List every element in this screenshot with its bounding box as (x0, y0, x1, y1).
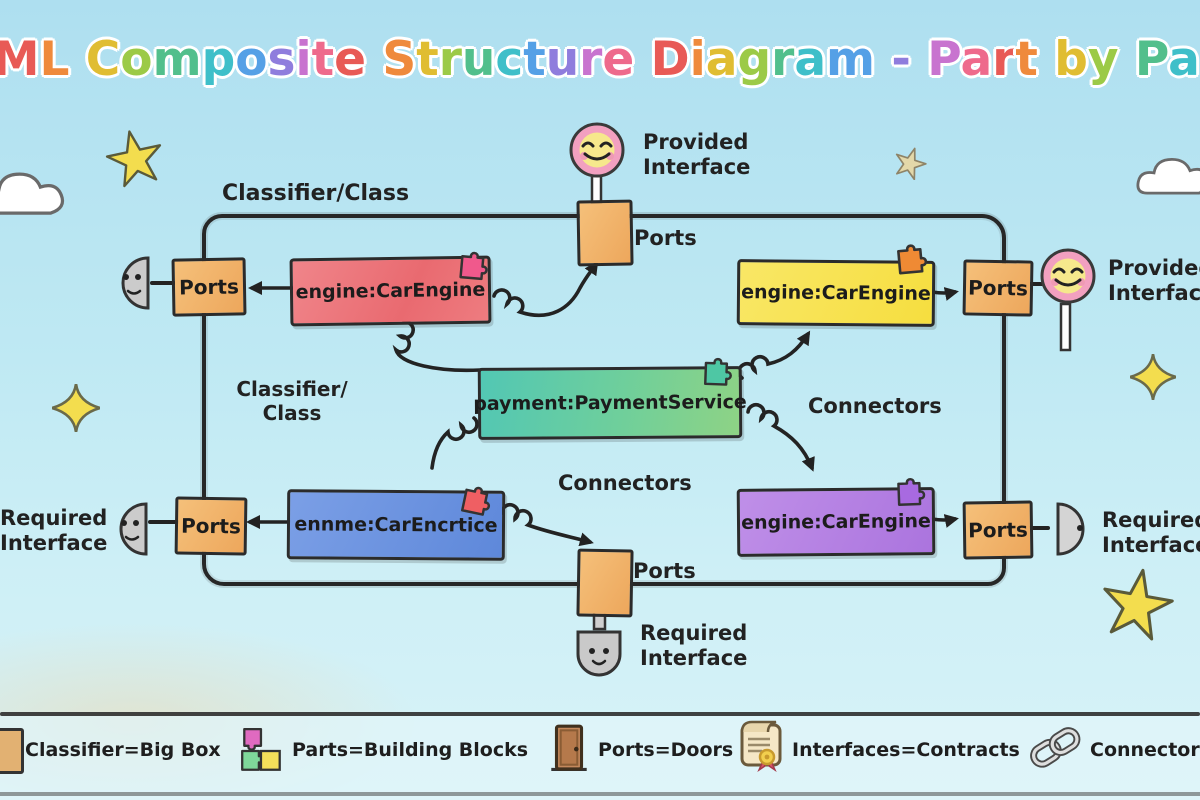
puzzle-piece-icon (897, 244, 928, 275)
provided-interface-label: Provided Interface (1108, 256, 1200, 305)
legend-item-parts: Parts=Building Blocks (292, 739, 529, 761)
interface-sticks (590, 174, 1072, 631)
legend-divider (0, 712, 1200, 716)
cloud-icon (0, 172, 65, 215)
port-label: Ports (967, 517, 1029, 543)
port-label: Ports (634, 226, 697, 250)
part-label: engine:CarEngine (741, 510, 931, 534)
port-label: Ports (967, 275, 1029, 301)
connector-yellow-to-right-port (930, 287, 959, 301)
port-label: Ports (180, 513, 242, 539)
port-label: Ports (633, 559, 696, 583)
puzzle-piece-icon (459, 251, 488, 281)
required-interface-label: Required Interface (0, 506, 108, 555)
port-box (576, 548, 634, 618)
legend-item-interfaces: Interfaces=Contracts (792, 739, 1020, 761)
port-box: Ports (174, 496, 248, 556)
connectors-label: Connectors (558, 471, 692, 495)
classifier-label: Classifier/Class (222, 181, 410, 206)
connector-red-to-green (392, 320, 482, 373)
puzzle-icon (241, 727, 281, 771)
connector-purple-to-right-port (930, 514, 959, 528)
legend-band (0, 716, 1200, 800)
port-label: Ports (178, 274, 240, 300)
port-box (576, 199, 634, 267)
star-icon (1103, 568, 1174, 641)
required-interface-icon (1056, 502, 1085, 556)
part-label: engine:CarEngine (741, 281, 931, 305)
bottom-edge-line (0, 792, 1200, 796)
port-box: Ports (962, 259, 1034, 317)
connector-blue-to-bottom-port (500, 503, 594, 547)
puzzle-piece-icon (704, 357, 732, 386)
part-label: payment:PaymentService (473, 391, 747, 415)
page-title: UML Composite Structure Diagram - Part b… (0, 32, 1200, 87)
required-interface-label: Required Interface (1102, 508, 1200, 557)
provided-interface-label: Provided Interface (643, 130, 751, 179)
required-interface-label: Required Interface (640, 621, 748, 670)
scroll-icon (740, 720, 782, 772)
puzzle-piece-icon (460, 486, 490, 516)
connector-green-to-yellow (737, 330, 811, 380)
port-box: Ports (171, 257, 247, 317)
legend-item-ports: Ports=Doors (598, 739, 734, 761)
chain-icon (1030, 727, 1081, 768)
connector-green-to-purple (746, 403, 815, 472)
cloud-icon (1136, 157, 1200, 195)
required-interface-icon (121, 256, 150, 310)
sparkle-icon (52, 384, 100, 432)
star-icon (895, 147, 927, 180)
puzzle-piece-icon (897, 477, 926, 506)
connectors-label: Connectors (808, 394, 942, 418)
provided-interface-icon (569, 122, 625, 178)
connector-green-to-blue (430, 416, 479, 470)
legend-item-connectors: Connectors (1090, 739, 1200, 761)
door-icon (551, 724, 587, 771)
connector-red-to-top-port (492, 260, 599, 318)
legend-item-classifier: Classifier=Big Box (25, 739, 221, 761)
classifier-label: Classifier/ Class (236, 377, 348, 425)
box-icon (0, 728, 24, 774)
provided-interface-icon (1040, 248, 1096, 304)
sparkle-icon (1130, 354, 1176, 400)
required-interface-icon (119, 502, 148, 556)
star-icon (105, 130, 162, 188)
required-interface-icon (576, 630, 622, 677)
port-box: Ports (962, 500, 1034, 560)
